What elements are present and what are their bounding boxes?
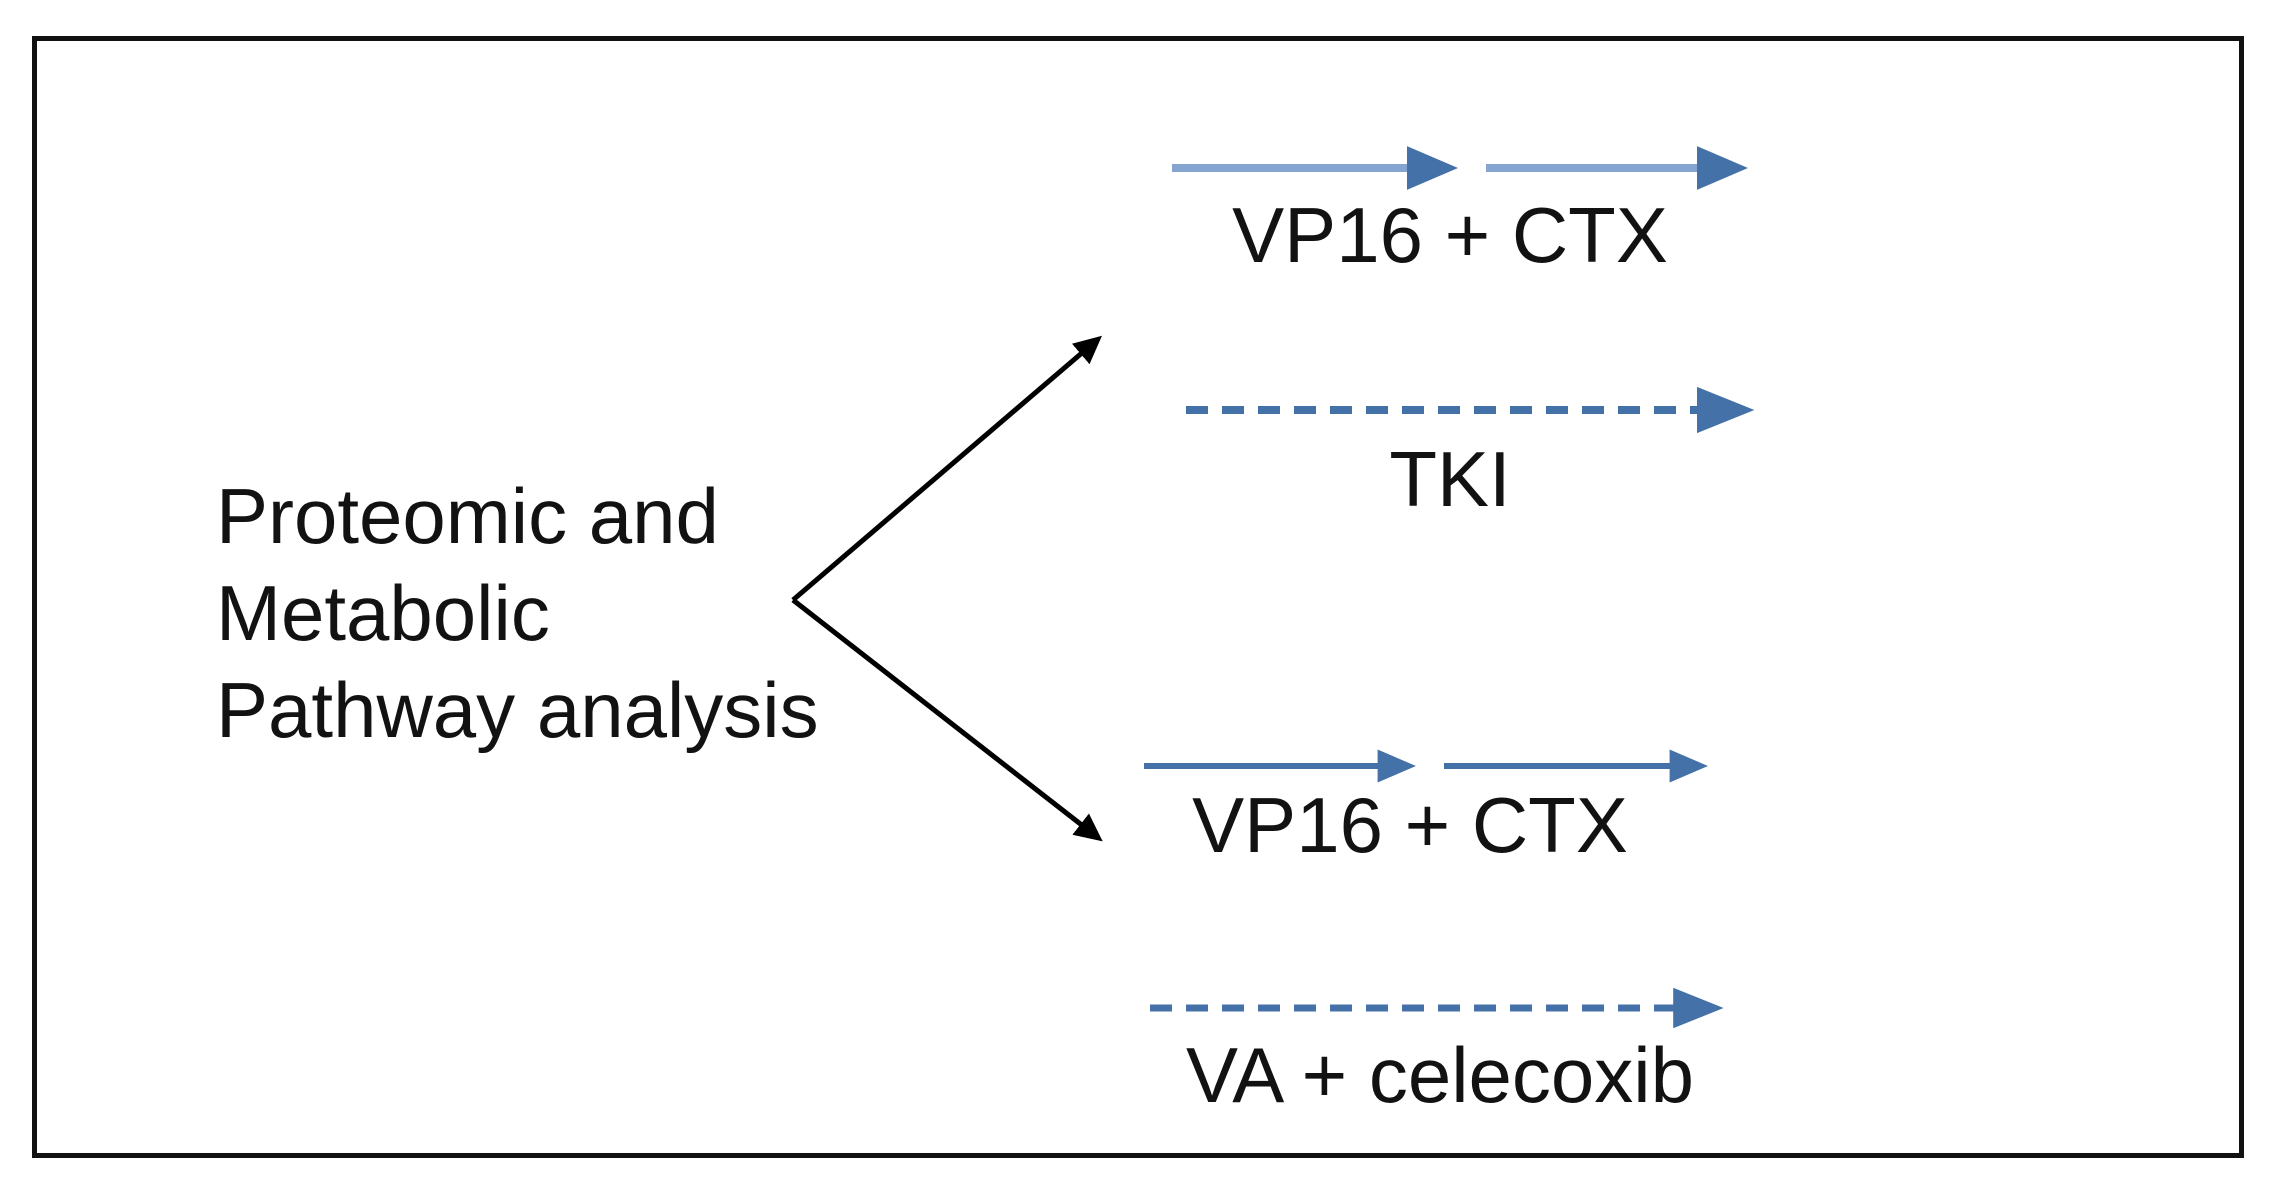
treatment-label-upper-dashed: TKI (1389, 435, 1511, 523)
treatment-label-lower-solid: VP16 + CTX (1192, 781, 1628, 869)
branch-arrow-lower (791, 598, 1103, 842)
figure-frame-border (32, 36, 2244, 1158)
source-node-line-3: Pathway analysis (216, 666, 819, 754)
treatment-label-upper-solid: VP16 + CTX (1232, 191, 1668, 279)
source-node-line-1: Proteomic and (216, 472, 719, 560)
source-node-label: Proteomic and Metabolic Pathway analysis (216, 468, 856, 759)
branch-arrow-upper (791, 335, 1102, 602)
source-node-line-2: Metabolic (216, 569, 550, 657)
treatment-label-lower-dashed: VA + celecoxib (1185, 1031, 1695, 1119)
